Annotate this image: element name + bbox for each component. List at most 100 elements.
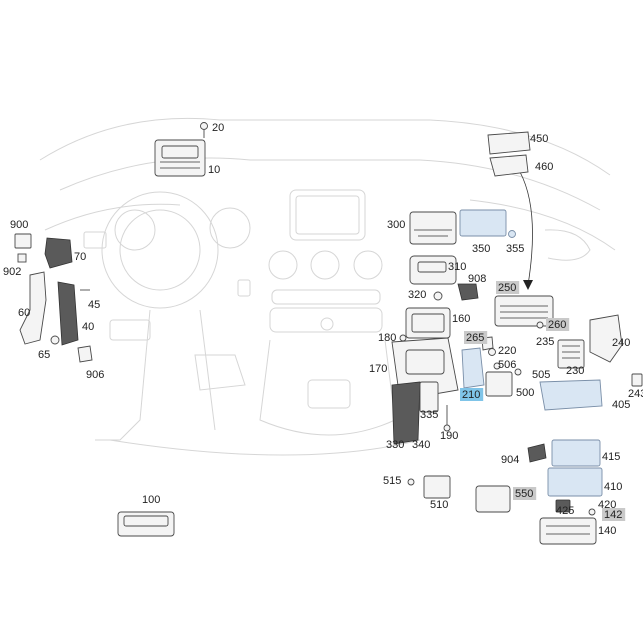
- callout-180[interactable]: 180: [378, 332, 396, 344]
- callout-904[interactable]: 904: [501, 454, 519, 466]
- callout-45[interactable]: 45: [88, 299, 100, 311]
- callout-160[interactable]: 160: [452, 313, 470, 325]
- part-210[interactable]: [461, 347, 485, 389]
- part-320[interactable]: [433, 291, 443, 301]
- part-220[interactable]: [488, 348, 496, 356]
- callout-500[interactable]: 500: [516, 387, 534, 399]
- callout-10[interactable]: 10: [208, 164, 220, 176]
- callout-320[interactable]: 320: [408, 289, 426, 301]
- callout-40[interactable]: 40: [82, 321, 94, 333]
- part-235-230[interactable]: [557, 339, 585, 369]
- callout-label: 60: [18, 307, 30, 319]
- callout-label: 10: [208, 164, 220, 176]
- part-906[interactable]: [77, 345, 93, 363]
- part-450-460[interactable]: [487, 131, 531, 177]
- callout-220[interactable]: 220: [498, 345, 516, 357]
- callout-142[interactable]: 142: [602, 508, 626, 521]
- callout-190[interactable]: 190: [440, 430, 458, 442]
- callout-65[interactable]: 65: [38, 349, 50, 361]
- part-20[interactable]: [200, 122, 208, 139]
- part-160[interactable]: [405, 307, 451, 339]
- part-505-506[interactable]: [493, 362, 522, 376]
- callout-235[interactable]: 235: [536, 336, 554, 348]
- part-100[interactable]: [117, 511, 175, 537]
- part-908[interactable]: [457, 283, 479, 301]
- part-510[interactable]: [423, 475, 451, 499]
- part-550[interactable]: [475, 485, 511, 513]
- callout-506[interactable]: 506: [498, 359, 516, 371]
- part-904[interactable]: [527, 443, 547, 463]
- callout-highlight: [602, 508, 626, 521]
- part-260[interactable]: [536, 321, 544, 329]
- part-350[interactable]: [459, 209, 507, 237]
- dashboard-ghost-outline: [39, 117, 616, 456]
- callout-908[interactable]: 908: [468, 273, 486, 285]
- callout-230[interactable]: 230: [566, 365, 584, 377]
- callout-170[interactable]: 170: [369, 363, 387, 375]
- part-310[interactable]: [409, 255, 457, 285]
- callout-330[interactable]: 330: [386, 439, 404, 451]
- part-10[interactable]: [154, 139, 206, 177]
- part-420[interactable]: [588, 508, 596, 516]
- callout-60[interactable]: 60: [18, 307, 30, 319]
- part-355[interactable]: [508, 230, 516, 238]
- callout-label: 340: [412, 439, 430, 451]
- callout-415[interactable]: 415: [602, 451, 620, 463]
- part-240[interactable]: [589, 314, 623, 363]
- part-330-340-335[interactable]: [391, 381, 439, 445]
- part-902[interactable]: [17, 253, 27, 263]
- callout-906[interactable]: 906: [86, 369, 104, 381]
- part-190[interactable]: [443, 405, 451, 432]
- callout-505[interactable]: 505: [532, 369, 550, 381]
- callout-425[interactable]: 425: [556, 505, 574, 517]
- callout-405[interactable]: 405: [612, 399, 630, 411]
- part-515[interactable]: [407, 478, 415, 486]
- callout-100[interactable]: 100: [142, 494, 160, 506]
- callout-902[interactable]: 902: [3, 266, 21, 278]
- part-500[interactable]: [485, 371, 513, 397]
- callout-70[interactable]: 70: [74, 251, 86, 263]
- part-415[interactable]: [551, 439, 601, 467]
- callout-label: 320: [408, 289, 426, 301]
- callout-label: 190: [440, 430, 458, 442]
- callout-550[interactable]: 550: [513, 487, 537, 500]
- part-40[interactable]: [57, 281, 79, 346]
- part-70[interactable]: [44, 237, 73, 269]
- callout-310[interactable]: 310: [448, 261, 466, 273]
- part-65[interactable]: [50, 335, 60, 345]
- callout-510[interactable]: 510: [430, 499, 448, 511]
- callout-340[interactable]: 340: [412, 439, 430, 451]
- callout-highlight: [513, 487, 537, 500]
- callout-250[interactable]: 250: [496, 281, 520, 294]
- part-250[interactable]: [494, 295, 554, 327]
- callout-300[interactable]: 300: [387, 219, 405, 231]
- callout-210[interactable]: 210: [460, 388, 484, 401]
- part-60[interactable]: [19, 271, 47, 345]
- callout-450[interactable]: 450: [530, 133, 548, 145]
- callout-label: 410: [604, 481, 622, 493]
- part-425[interactable]: [555, 499, 571, 513]
- callout-900[interactable]: 900: [10, 219, 28, 231]
- callout-243[interactable]: 243: [628, 388, 643, 400]
- callout-260[interactable]: 260: [546, 318, 570, 331]
- part-900[interactable]: [14, 233, 32, 249]
- callout-355[interactable]: 355: [506, 243, 524, 255]
- callout-335[interactable]: 335: [420, 409, 438, 421]
- callout-240[interactable]: 240: [612, 337, 630, 349]
- callout-140[interactable]: 140: [598, 525, 616, 537]
- callout-265[interactable]: 265: [464, 331, 488, 344]
- part-180[interactable]: [399, 334, 407, 342]
- callout-460[interactable]: 460: [535, 161, 553, 173]
- part-243[interactable]: [631, 373, 643, 387]
- part-300[interactable]: [409, 211, 457, 245]
- callout-20[interactable]: 20: [212, 122, 224, 134]
- callout-label: 210: [462, 389, 480, 401]
- part-140[interactable]: [539, 517, 597, 545]
- callout-label: 450: [530, 133, 548, 145]
- part-405[interactable]: [539, 379, 603, 411]
- callout-350[interactable]: 350: [472, 243, 490, 255]
- callout-515[interactable]: 515: [383, 475, 401, 487]
- callout-410[interactable]: 410: [604, 481, 622, 493]
- part-410[interactable]: [547, 467, 603, 497]
